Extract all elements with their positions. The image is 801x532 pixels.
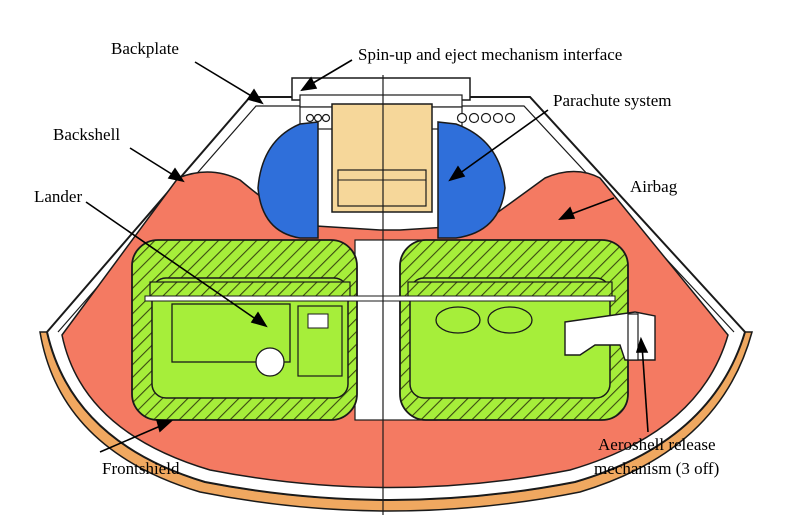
- label-aeroshell-line1: Aeroshell release: [598, 435, 716, 454]
- release-bolt: [627, 313, 639, 361]
- label-backplate: Backplate: [111, 39, 179, 58]
- label-frontshield: Frontshield: [102, 459, 180, 478]
- lander-right-pod-a: [435, 306, 481, 334]
- lander-right-pod-b: [487, 306, 533, 334]
- label-airbag: Airbag: [630, 177, 678, 196]
- backplate-core-inner: [337, 169, 427, 207]
- lander-left-circle: [255, 347, 285, 377]
- label-backshell: Backshell: [53, 125, 120, 144]
- parachute-pod-left: [257, 121, 319, 239]
- parachute-pod-right: [437, 121, 506, 239]
- label-parachute: Parachute system: [553, 91, 672, 110]
- leader-arrows: [85, 59, 649, 453]
- lander-left-device-inner: [307, 313, 329, 329]
- fasteners: [305, 112, 516, 124]
- label-spin-up: Spin-up and eject mechanism interface: [358, 45, 622, 64]
- label-aeroshell-line2: mechanism (3 off): [594, 459, 719, 478]
- label-lander: Lander: [34, 187, 82, 206]
- connecting-rod: [144, 295, 616, 302]
